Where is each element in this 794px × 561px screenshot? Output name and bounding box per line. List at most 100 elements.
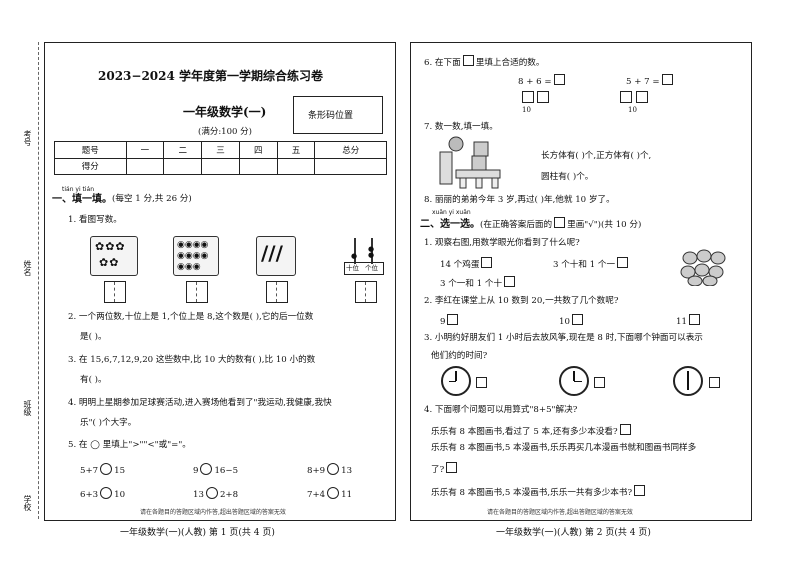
q2-line1: 2. 一个两位数,十位上是 1,个位上是 8,这个数是( ),它的后一位数 bbox=[68, 312, 314, 322]
s2q1-option: 3 个十和 1 个一 bbox=[553, 257, 630, 271]
clock-face-icon bbox=[673, 366, 703, 396]
score-input-cell[interactable] bbox=[314, 157, 387, 175]
compare-right: 13 bbox=[341, 466, 353, 476]
left-page bbox=[44, 42, 396, 521]
section2-note: (在正确答案后面的 bbox=[480, 220, 553, 230]
seam-line bbox=[38, 42, 39, 519]
answer-box[interactable] bbox=[553, 74, 565, 85]
right-page-footer: 一年级数学(一)(人教) 第 2 页(共 4 页) bbox=[496, 528, 651, 538]
s2q4-option-a: 乐乐有 8 本图画书,看过了 5 本,还有多少本没看? bbox=[431, 424, 633, 438]
q1-answer-grid[interactable] bbox=[266, 281, 288, 303]
option-checkbox[interactable] bbox=[504, 276, 516, 287]
score-input-cell[interactable] bbox=[276, 157, 316, 175]
sphere-shape bbox=[448, 136, 464, 152]
q2-line2: 是( )。 bbox=[80, 332, 107, 342]
compare-circle[interactable] bbox=[100, 487, 113, 499]
left-page-footer: 一年级数学(一)(人教) 第 1 页(共 4 页) bbox=[120, 528, 275, 538]
option-checkbox[interactable] bbox=[634, 485, 646, 496]
score-cell: 得分 bbox=[54, 157, 127, 175]
score-input-cell[interactable] bbox=[201, 157, 240, 175]
cube-shape bbox=[473, 141, 489, 157]
compare-circle[interactable] bbox=[205, 487, 218, 499]
option-text: 3 个十和 1 个一 bbox=[553, 260, 616, 270]
hour-hand bbox=[574, 381, 582, 382]
option-checkbox[interactable] bbox=[709, 377, 720, 388]
solids-picture bbox=[439, 136, 501, 189]
r-q6-tail: 里填上合适的数。 bbox=[475, 58, 545, 68]
compare-circle[interactable] bbox=[327, 463, 340, 475]
q1-answer-grid[interactable] bbox=[104, 281, 126, 303]
abacus-bead-icon: ●● bbox=[368, 245, 375, 259]
cuboid-shape bbox=[455, 169, 501, 179]
score-input-cell[interactable] bbox=[125, 157, 165, 175]
hour-hand bbox=[449, 381, 456, 382]
q3-line1: 3. 在 15,6,7,12,9,20 这些数中,比 10 大的数有( ),比 … bbox=[68, 355, 316, 365]
bee-icon: ✿✿ bbox=[99, 256, 120, 269]
bee-picture: ✿✿✿ ✿✿ bbox=[90, 236, 138, 276]
option-checkbox[interactable] bbox=[617, 257, 629, 268]
option-checkbox[interactable] bbox=[619, 424, 631, 435]
abacus-label-ones: 个位 bbox=[365, 264, 378, 272]
exam-subtitle: 一年级数学(一) bbox=[183, 105, 267, 119]
egg-icon bbox=[702, 275, 718, 286]
clock-face-icon bbox=[559, 366, 589, 396]
s2q4-option-c: 乐乐有 8 本图画书,5 本漫画书,乐乐一共有多少本书? bbox=[431, 485, 647, 499]
option-checkbox[interactable] bbox=[594, 377, 605, 388]
egg-icon bbox=[682, 251, 698, 265]
score-cell: 五 bbox=[276, 141, 316, 159]
answer-box-icon bbox=[554, 217, 566, 228]
option-checkbox[interactable] bbox=[447, 314, 459, 325]
option-text: 10 bbox=[559, 317, 570, 327]
option-checkbox[interactable] bbox=[688, 314, 700, 325]
option-checkbox[interactable] bbox=[481, 257, 493, 268]
score-input-cell[interactable] bbox=[238, 157, 278, 175]
compare-circle[interactable] bbox=[100, 463, 113, 475]
sticks-picture: /// bbox=[256, 236, 296, 276]
s2q1-text: 1. 观察右图,用数学眼光你看到了什么呢? bbox=[424, 238, 580, 248]
option-text: 9 bbox=[440, 317, 446, 327]
r-q7-line2: 圆柱有( )个。 bbox=[541, 172, 594, 182]
minute-hand bbox=[687, 371, 689, 381]
cylinder-shape bbox=[475, 177, 483, 189]
option-text: 11 bbox=[676, 317, 687, 327]
score-input-cell[interactable] bbox=[163, 157, 203, 175]
margin-label-name: 姓名 bbox=[23, 260, 32, 276]
answer-box[interactable] bbox=[661, 74, 673, 85]
q1-answer-grid[interactable] bbox=[186, 281, 208, 303]
right-answer-notice: 请在各题目的答题区域内作答,超出答题区域的答案无效 bbox=[487, 509, 633, 516]
q1-answer-grid[interactable] bbox=[355, 281, 377, 303]
compare-left: 5+7 bbox=[80, 466, 99, 476]
bead-icon: ◉◉◉◉ bbox=[177, 240, 209, 250]
exam-title: 2023−2024 学年度第一学期综合练习卷 bbox=[98, 69, 324, 83]
s2q4-option-b-line1: 乐乐有 8 本图画书,5 本漫画书,乐乐再买几本漫画书就和图画书同样多 bbox=[431, 443, 697, 453]
split-box[interactable] bbox=[620, 91, 632, 103]
margin-label-school: 学校 bbox=[23, 495, 32, 511]
score-table-header-row: 题号 一 二 三 四 五 总分 bbox=[54, 141, 387, 159]
section1-pinyin: tián yi tián bbox=[62, 186, 95, 193]
compare-circle[interactable] bbox=[327, 487, 340, 499]
compare-circle[interactable] bbox=[200, 463, 213, 475]
cuboid-shape bbox=[439, 151, 453, 185]
abacus-picture: ● ●● 十位 个位 bbox=[344, 236, 384, 275]
barcode-label: 条形码位置 bbox=[308, 111, 354, 121]
split-box[interactable] bbox=[522, 91, 534, 103]
compare-right: 2+8 bbox=[219, 490, 239, 500]
r-q6-expr1: 8 + 6 = bbox=[518, 74, 567, 88]
option-text: 了? bbox=[431, 465, 445, 475]
s2q2-option: 11 bbox=[676, 314, 702, 328]
option-checkbox[interactable] bbox=[476, 377, 487, 388]
option-checkbox[interactable] bbox=[571, 314, 583, 325]
split-box[interactable] bbox=[636, 91, 648, 103]
split-box[interactable] bbox=[537, 91, 549, 103]
egg-icon bbox=[694, 263, 710, 277]
q4-line2: 乐"( )个大字。 bbox=[80, 418, 137, 428]
option-checkbox[interactable] bbox=[446, 462, 458, 473]
compare-left: 6+3 bbox=[80, 490, 99, 500]
r-q6-text: 6. 在下面 bbox=[424, 58, 461, 68]
s2q1-option: 3 个一和 1 个十 bbox=[440, 276, 517, 290]
minute-hand bbox=[455, 371, 457, 381]
score-table-score-row: 得分 bbox=[54, 157, 387, 175]
option-text: 14 个鸡蛋 bbox=[440, 260, 480, 270]
